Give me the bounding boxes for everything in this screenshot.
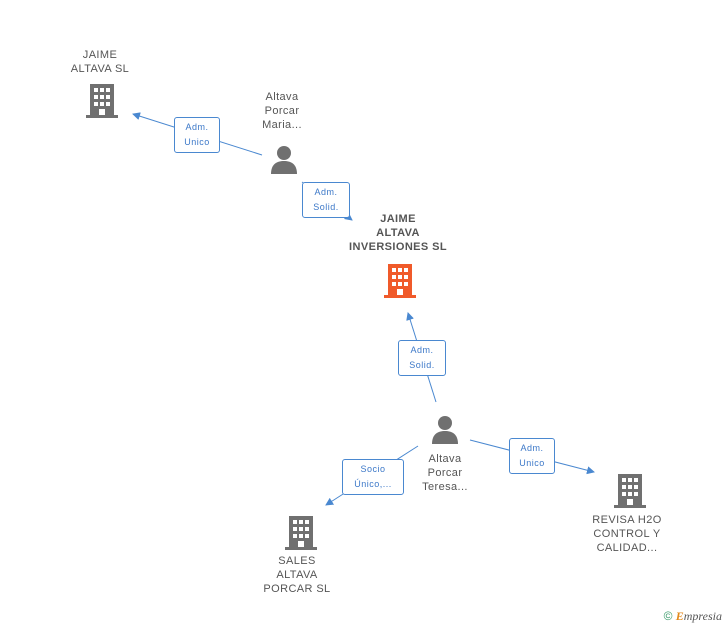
edge-label-teresa-to-sales[interactable]: Socio Único,... bbox=[342, 459, 404, 495]
label-line: Altava bbox=[265, 91, 299, 103]
person-icon[interactable] bbox=[269, 144, 299, 174]
node-revisa-h2o[interactable]: REVISA H2O CONTROL Y CALIDAD... bbox=[572, 513, 682, 555]
label-line: REVISA H2O bbox=[592, 514, 662, 526]
brand-name: mpresia bbox=[683, 609, 722, 623]
edge-label-maria-to-jaime-sl[interactable]: Adm. Unico bbox=[174, 117, 220, 153]
edge-label-line: Adm. bbox=[314, 187, 338, 197]
label-line: Porcar bbox=[427, 467, 463, 479]
edge-label-line: Socio bbox=[360, 464, 386, 474]
label-line: SALES bbox=[278, 555, 316, 567]
copyright-icon: © bbox=[663, 609, 673, 623]
building-icon[interactable] bbox=[384, 264, 416, 298]
label-line: Porcar bbox=[264, 105, 300, 117]
label-line: INVERSIONES SL bbox=[349, 241, 447, 253]
brand-footer: © Empresia bbox=[664, 609, 722, 624]
label-line: JAIME bbox=[380, 213, 416, 225]
label-line: Altava bbox=[428, 453, 462, 465]
node-sales-altava-porcar[interactable]: SALES ALTAVA PORCAR SL bbox=[247, 554, 347, 596]
brand-logo: Empresia bbox=[676, 609, 722, 623]
label-line: ALTAVA bbox=[376, 227, 420, 239]
building-icon[interactable] bbox=[86, 84, 118, 118]
edge-label-line: Solid. bbox=[409, 360, 435, 370]
edge-label-line: Adm. bbox=[520, 443, 544, 453]
edge-label-line: Unico bbox=[184, 137, 210, 147]
edge-label-teresa-to-inversiones[interactable]: Adm. Solid. bbox=[398, 340, 446, 376]
label-line: PORCAR SL bbox=[263, 583, 331, 595]
label-line: JAIME bbox=[82, 49, 118, 61]
label-line: ALTAVA SL bbox=[70, 63, 130, 75]
node-label: JAIME ALTAVA SL bbox=[50, 48, 150, 76]
edge-label-line: Solid. bbox=[313, 202, 339, 212]
label-line: Maria... bbox=[262, 119, 302, 131]
node-label: JAIME ALTAVA INVERSIONES SL bbox=[330, 212, 466, 254]
edge-label-line: Único,... bbox=[354, 479, 392, 489]
label-line: Teresa... bbox=[422, 481, 468, 493]
node-label: REVISA H2O CONTROL Y CALIDAD... bbox=[572, 513, 682, 555]
label-line: ALTAVA bbox=[276, 569, 318, 581]
node-jaime-altava-inversiones[interactable]: JAIME ALTAVA INVERSIONES SL bbox=[330, 212, 466, 254]
label-line: CALIDAD... bbox=[596, 542, 658, 554]
node-altava-porcar-maria[interactable]: Altava Porcar Maria... bbox=[232, 90, 332, 132]
edge-label-maria-to-inversiones[interactable]: Adm. Solid. bbox=[302, 182, 350, 218]
edge-label-line: Adm. bbox=[410, 345, 434, 355]
building-icon[interactable] bbox=[614, 474, 646, 508]
node-altava-porcar-teresa[interactable]: Altava Porcar Teresa... bbox=[395, 452, 495, 494]
person-icon[interactable] bbox=[430, 414, 460, 444]
building-icon[interactable] bbox=[285, 516, 317, 550]
label-line: CONTROL Y bbox=[593, 528, 661, 540]
brand-initial: E bbox=[675, 609, 684, 623]
node-jaime-altava-sl[interactable]: JAIME ALTAVA SL bbox=[50, 48, 150, 76]
node-label: Altava Porcar Teresa... bbox=[395, 452, 495, 494]
node-label: SALES ALTAVA PORCAR SL bbox=[247, 554, 347, 596]
edge-label-teresa-to-revisa[interactable]: Adm. Unico bbox=[509, 438, 555, 474]
edge-label-line: Unico bbox=[519, 458, 545, 468]
node-label: Altava Porcar Maria... bbox=[232, 90, 332, 132]
edge-label-line: Adm. bbox=[185, 122, 209, 132]
